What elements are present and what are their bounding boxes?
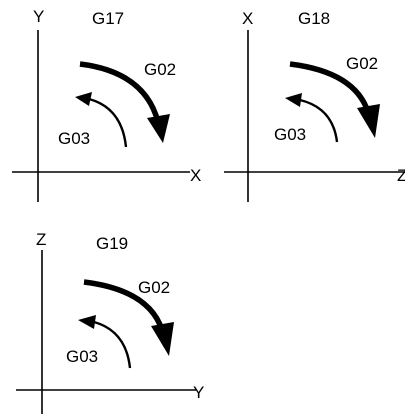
horizontal-axis-label: Z bbox=[397, 166, 405, 185]
plane-code-label: G19 bbox=[96, 234, 128, 253]
counterclockwise-arc-arrow bbox=[88, 97, 128, 148]
clockwise-arc-arrow bbox=[83, 279, 165, 331]
clockwise-arrowhead bbox=[357, 104, 380, 138]
counterclockwise-arc-arrow bbox=[299, 98, 339, 143]
panel-g17: Y X G17 G02 G03 bbox=[12, 7, 201, 202]
horizontal-axis-label: X bbox=[190, 166, 201, 185]
counterclockwise-arrowhead bbox=[78, 315, 96, 329]
clockwise-label: G02 bbox=[346, 54, 378, 73]
vertical-axis-label: X bbox=[242, 9, 253, 28]
horizontal-axis-label: Y bbox=[193, 383, 204, 402]
panel-g18: X Z G18 G02 G03 bbox=[224, 9, 405, 202]
clockwise-arrowhead bbox=[147, 114, 170, 143]
counterclockwise-label: G03 bbox=[66, 347, 98, 366]
counterclockwise-arc-arrow bbox=[93, 320, 132, 369]
counterclockwise-arrowhead bbox=[75, 92, 92, 106]
plane-code-label: G18 bbox=[298, 9, 330, 28]
clockwise-arc-arrow bbox=[289, 61, 371, 113]
counterclockwise-label: G03 bbox=[58, 129, 90, 148]
vertical-axis-label: Y bbox=[33, 7, 44, 26]
clockwise-arc-arrow bbox=[79, 61, 161, 123]
counterclockwise-label: G03 bbox=[274, 125, 306, 144]
panel-g19: Z Y G19 G02 G03 bbox=[16, 230, 204, 414]
clockwise-label: G02 bbox=[138, 278, 170, 297]
plane-code-label: G17 bbox=[92, 9, 124, 28]
counterclockwise-arrowhead bbox=[285, 93, 302, 107]
clockwise-label: G02 bbox=[144, 60, 176, 79]
vertical-axis-label: Z bbox=[36, 230, 46, 249]
clockwise-arrowhead bbox=[151, 322, 174, 356]
